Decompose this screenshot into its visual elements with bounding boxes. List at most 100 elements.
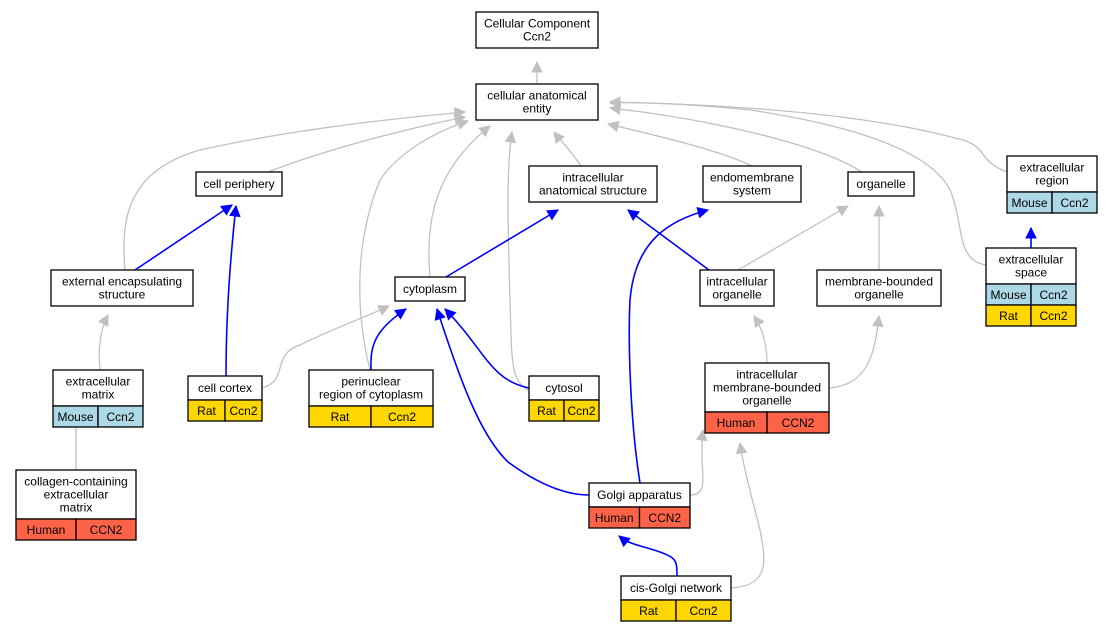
gene-cell — [370, 405, 434, 428]
node-box — [588, 482, 691, 508]
species-label: Mouse — [990, 288, 1026, 302]
species-label: Rat — [537, 404, 556, 418]
arrowhead — [696, 207, 710, 219]
edge-line — [267, 116, 466, 173]
species-label: Human — [717, 416, 756, 430]
edge-ees-to-cae — [123, 107, 467, 271]
edge-cgn-to-imbo — [730, 441, 765, 589]
gene-cell — [563, 399, 600, 422]
arrowhead — [606, 120, 620, 133]
gene-cell — [224, 399, 263, 422]
node-org[interactable]: organelle — [847, 171, 915, 197]
node-cp[interactable]: cell periphery — [195, 171, 283, 197]
gene-label: Ccn2 — [1039, 309, 1067, 323]
node-label: anatomical structure — [539, 184, 647, 198]
gene-cell — [1030, 304, 1077, 327]
node-label: organelle — [712, 288, 762, 302]
node-ccem[interactable]: collagen-containingextracellularmatrixHu… — [15, 469, 137, 541]
edge-cytosol-to-cyto — [444, 308, 530, 389]
arrowhead — [753, 315, 765, 328]
node-cyto[interactable]: cytoplasm — [394, 276, 466, 302]
node-box — [475, 83, 599, 121]
gene-label: CCN2 — [782, 416, 815, 430]
node-label: intracellular — [706, 275, 767, 289]
node-label: extracellular — [999, 253, 1064, 267]
node-label: extracellular — [44, 488, 109, 502]
edge-cytosol-to-cae — [504, 130, 529, 391]
edge-er-to-cae — [608, 96, 1008, 173]
arrowhead — [454, 107, 467, 119]
edge-imbo-to-io — [753, 315, 768, 364]
edge-cyto-to-ias — [445, 209, 559, 278]
node-box — [394, 276, 466, 302]
node-label: matrix — [60, 501, 93, 515]
edge-es-to-er — [1025, 226, 1037, 248]
node-label: endomembrane — [710, 171, 794, 185]
node-label: structure — [99, 288, 146, 302]
species-label: Rat — [639, 604, 658, 618]
edge-line — [609, 107, 863, 173]
arrowhead — [531, 60, 543, 73]
species-label: Human — [27, 523, 66, 537]
node-imbo[interactable]: intracellularmembrane-boundedorganelleHu… — [704, 362, 830, 434]
edge-imbo-to-mbo — [828, 314, 884, 389]
node-box — [15, 469, 137, 520]
node-label: entity — [523, 102, 552, 116]
arrowhead — [220, 204, 233, 216]
node-label: Cellular Component — [484, 17, 591, 31]
edge-line — [225, 205, 237, 377]
gene-cell — [1051, 191, 1098, 214]
node-box — [985, 247, 1077, 285]
arrowhead — [394, 308, 407, 320]
edge-ga-to-ems — [628, 207, 710, 484]
edge-line — [627, 209, 710, 271]
node-box — [816, 269, 942, 307]
node-box — [702, 165, 802, 203]
edge-ems-to-cae — [606, 120, 753, 167]
species-label: Rat — [197, 404, 216, 418]
edge-line — [261, 305, 390, 389]
edge-line — [428, 125, 491, 278]
gene-label: CCN2 — [648, 511, 681, 525]
edge-line — [730, 442, 765, 589]
node-label: external encapsulating — [62, 275, 182, 289]
edge-io-to-org — [737, 205, 849, 271]
node-label: intracellular — [736, 368, 797, 382]
edge-org-to-cae — [608, 103, 863, 173]
node-label: cellular anatomical — [487, 89, 586, 103]
edge-ga-to-cyto — [434, 307, 590, 496]
edge-cae-to-cc — [531, 60, 543, 84]
arrowhead — [97, 314, 109, 328]
gene-label: Ccn2 — [1039, 288, 1067, 302]
gene-cell — [75, 518, 137, 541]
gene-label: Ccn2 — [567, 404, 595, 418]
node-label: cytosol — [545, 381, 582, 395]
node-label: matrix — [82, 388, 115, 402]
gene-cell — [97, 405, 144, 428]
node-label: membrane-bounded — [825, 275, 933, 289]
species-label: Rat — [999, 309, 1018, 323]
gene-cell — [638, 506, 691, 529]
arrowhead — [627, 209, 640, 221]
edge-io-to-ias — [627, 209, 710, 271]
edge-line — [444, 308, 530, 389]
arrowhead — [546, 209, 559, 221]
node-label: extracellular — [1020, 161, 1085, 175]
gene-cell — [675, 599, 732, 622]
node-box — [528, 375, 600, 401]
